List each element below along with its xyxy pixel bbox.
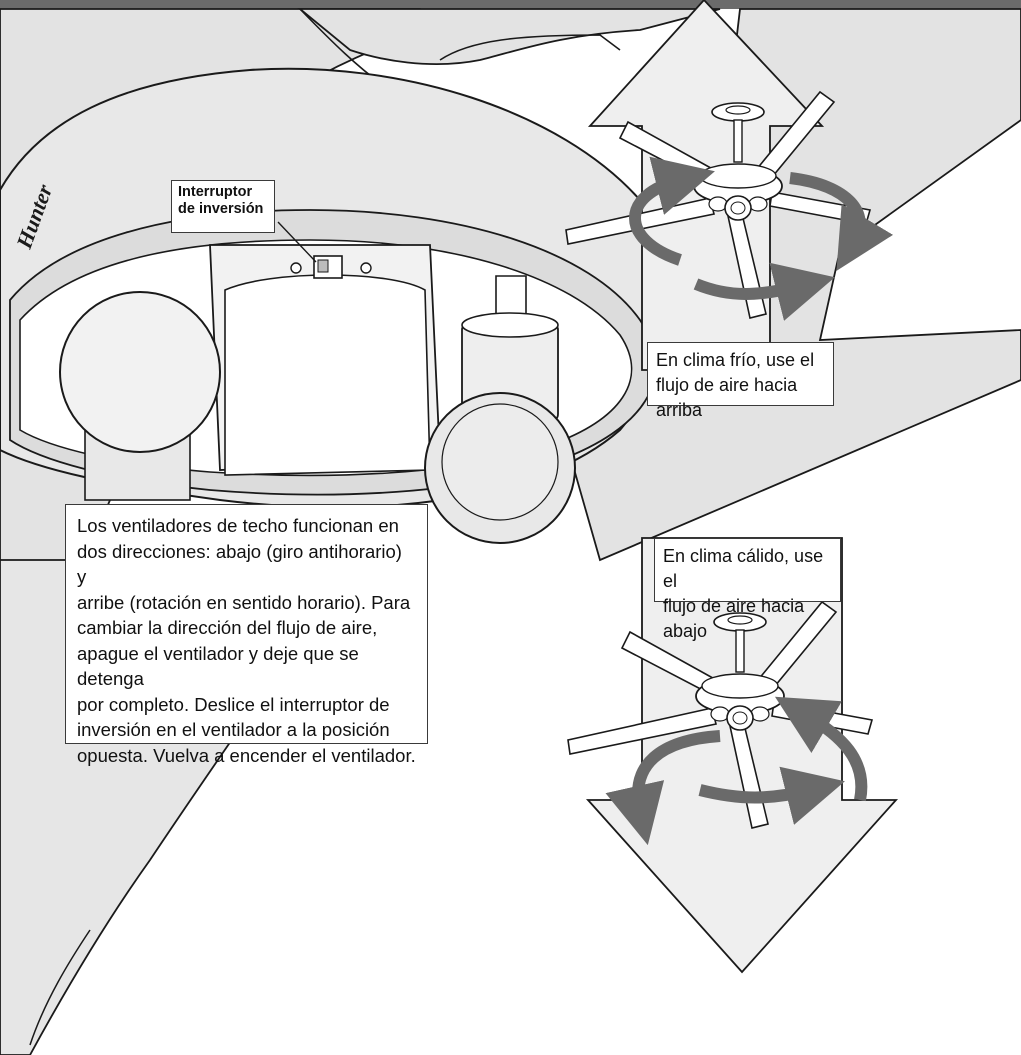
instructions-text: Los ventiladores de techo funcionan en d… [65, 504, 428, 744]
cold-weather-label: En clima frío, use el flujo de aire haci… [647, 342, 834, 406]
warm-weather-label: En clima cálido, use el flujo de aire ha… [654, 538, 841, 602]
reversing-switch-label: Interruptor de inversión [171, 180, 275, 233]
left-light-globe [60, 292, 220, 452]
top-bar [0, 0, 1021, 9]
